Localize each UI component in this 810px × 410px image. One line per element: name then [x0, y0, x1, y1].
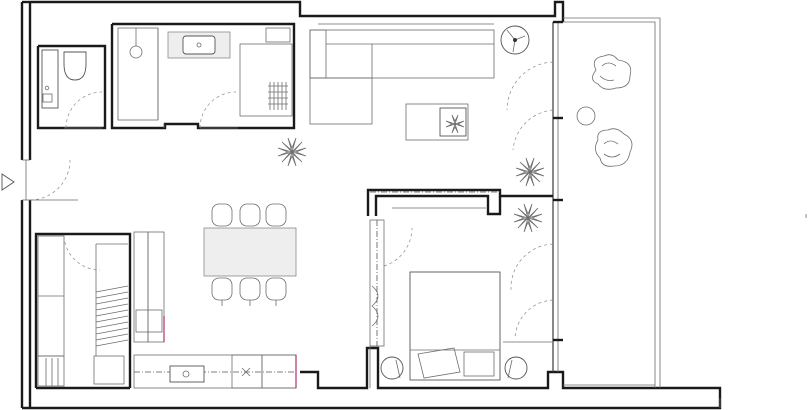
- plant-icon: [513, 203, 543, 233]
- entrance: [1, 159, 78, 201]
- hanging-rail: [95, 285, 129, 347]
- wardrobe-room: [34, 232, 132, 390]
- interior-partitions: [163, 124, 371, 388]
- plant-icon: [515, 157, 545, 187]
- exterior-walls: [20, 0, 722, 410]
- toilet-room: [36, 44, 107, 130]
- plant-icon: [277, 137, 307, 167]
- misc-marks: [719, 214, 807, 408]
- balcony-glazing: [552, 20, 563, 372]
- bathroom: [110, 22, 296, 130]
- bedroom: [366, 188, 554, 381]
- balcony-furniture: [576, 54, 633, 167]
- radiator-grid: [268, 82, 288, 110]
- plant-icon: [445, 114, 465, 134]
- kitchen: [133, 231, 297, 389]
- entrance-arrow-icon: [1, 173, 15, 191]
- dining-chairs: [211, 203, 287, 306]
- living-room: [309, 23, 554, 151]
- balcony: [563, 17, 661, 388]
- ceiling-fan-icon: [500, 25, 530, 55]
- dining-area: [203, 203, 297, 306]
